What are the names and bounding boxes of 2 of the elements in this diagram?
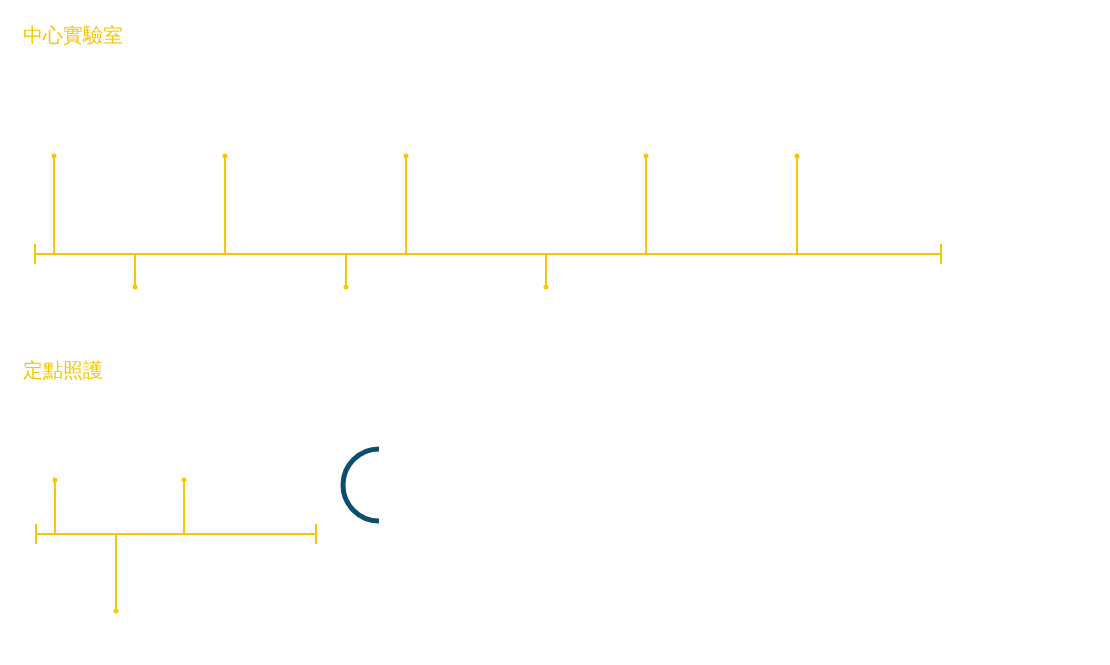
- section-heading: 中心實驗室: [23, 24, 123, 46]
- section-heading: 定點照護: [23, 359, 103, 381]
